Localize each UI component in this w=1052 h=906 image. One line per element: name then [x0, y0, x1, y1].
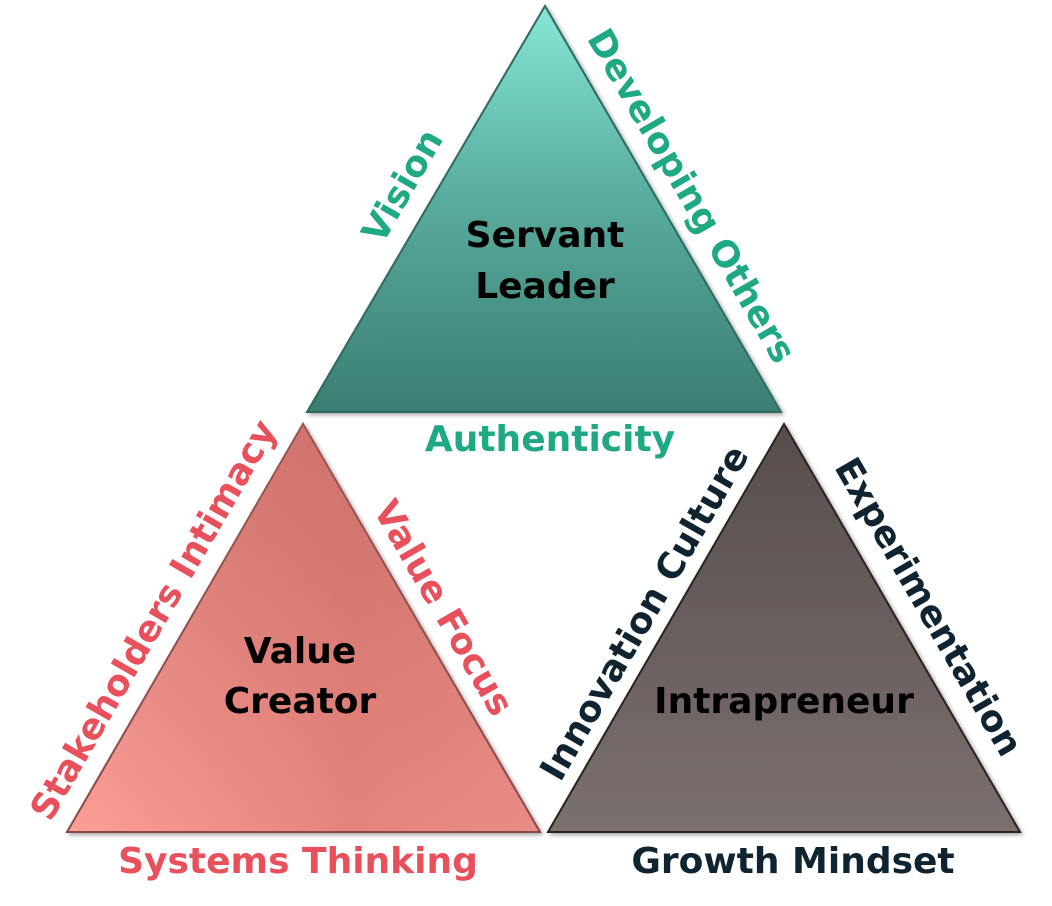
- right-triangle-shape: [546, 422, 1022, 833]
- left-bottom-edge-label: Systems Thinking: [118, 841, 478, 882]
- top-bottom-edge-label: Authenticity: [425, 419, 675, 460]
- top-triangle-title-line1: Servant: [466, 215, 625, 256]
- right-triangle-title: Intrapreneur: [654, 681, 914, 722]
- top-triangle-shape: [305, 4, 783, 413]
- right-triangle: Intrapreneur: [546, 422, 1022, 833]
- left-triangle-title-line2: Creator: [224, 681, 377, 722]
- left-triangle-shade: [67, 424, 540, 832]
- left-triangle: Value Creator: [65, 422, 542, 833]
- right-bottom-edge-label: Growth Mindset: [631, 841, 954, 882]
- top-triangle-title-line2: Leader: [475, 266, 615, 307]
- top-triangle: Servant Leader: [305, 4, 783, 413]
- left-triangle-title-line1: Value: [244, 631, 357, 672]
